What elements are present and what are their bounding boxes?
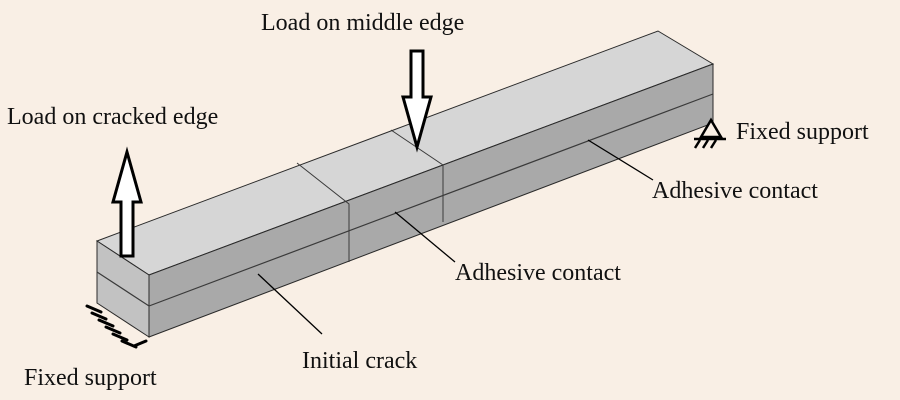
left-fixed-support-icon xyxy=(85,304,148,349)
cracked-edge-load-arrow xyxy=(111,146,143,258)
label-adhesive-contact-middle: Adhesive contact xyxy=(455,260,621,286)
label-fixed-support-left: Fixed support xyxy=(24,365,157,391)
label-load-on-middle-edge: Load on middle edge xyxy=(261,10,465,36)
middle-load-arrow xyxy=(401,49,433,153)
leader-lines xyxy=(257,139,654,335)
label-fixed-support-right: Fixed support xyxy=(736,119,869,145)
layer-interface-line xyxy=(96,93,714,307)
label-initial-crack: Initial crack xyxy=(302,348,418,374)
label-load-on-cracked-edge: Load on cracked edge xyxy=(7,104,219,130)
segment-partitions xyxy=(296,129,444,262)
label-adhesive-contact-right: Adhesive contact xyxy=(652,178,818,204)
right-fixed-support-icon xyxy=(693,117,726,149)
